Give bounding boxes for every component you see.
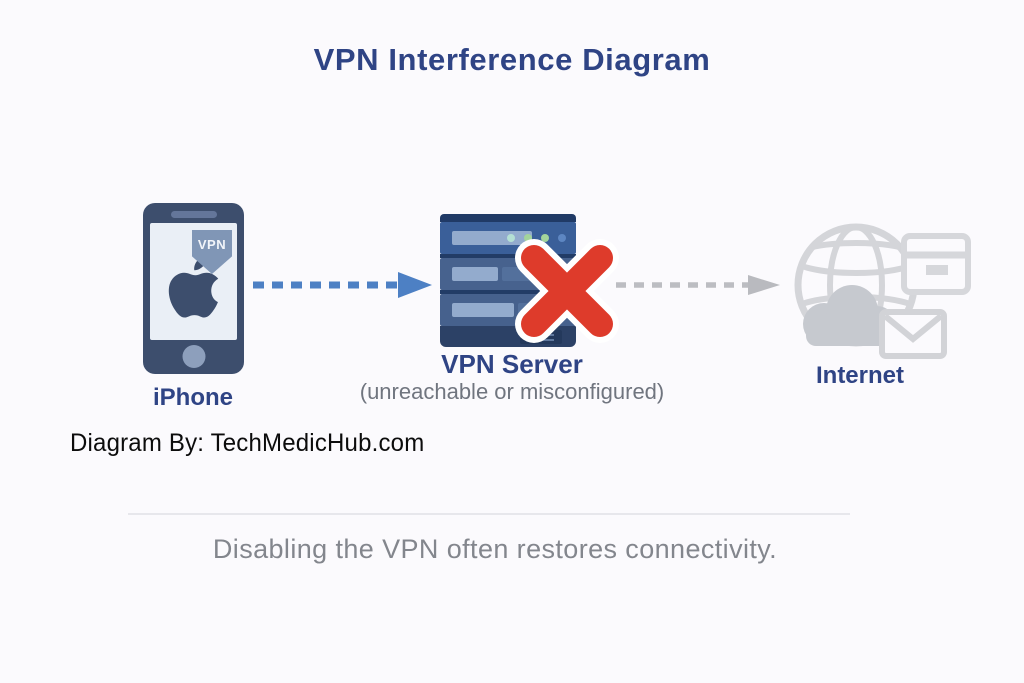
iphone-label: iPhone (152, 384, 233, 411)
drive-slot (452, 303, 514, 317)
dashed-arrow-gray-icon (616, 275, 780, 295)
divider (128, 513, 850, 515)
internet-label: Internet (815, 362, 904, 389)
drive-slot (452, 267, 498, 281)
vpn-server-label: VPN Server (441, 349, 583, 379)
phone-screen: VPN (150, 223, 237, 340)
phone-home-button (182, 345, 205, 368)
vpn-badge-label: VPN (197, 237, 227, 252)
vpn-server-sublabel: (unreachable or misconfigured) (359, 379, 665, 404)
server-top (440, 214, 576, 222)
internet-icon (794, 223, 971, 359)
led-lights-icon (507, 234, 566, 242)
iphone-icon: VPN (143, 203, 244, 374)
error-x-icon (515, 239, 619, 343)
dashed-arrow-blue-icon (253, 272, 432, 298)
browser-card-icon (901, 233, 971, 295)
server-rack-unit (440, 222, 576, 254)
page-title: VPN Interference Diagram (313, 42, 711, 77)
cloud-icon (803, 285, 896, 346)
caption-text: Disabling the VPN often restores connect… (212, 534, 778, 564)
credit-text: Diagram By: TechMedicHub.com (70, 429, 425, 457)
envelope-icon (879, 309, 947, 359)
phone-speaker (170, 211, 217, 218)
